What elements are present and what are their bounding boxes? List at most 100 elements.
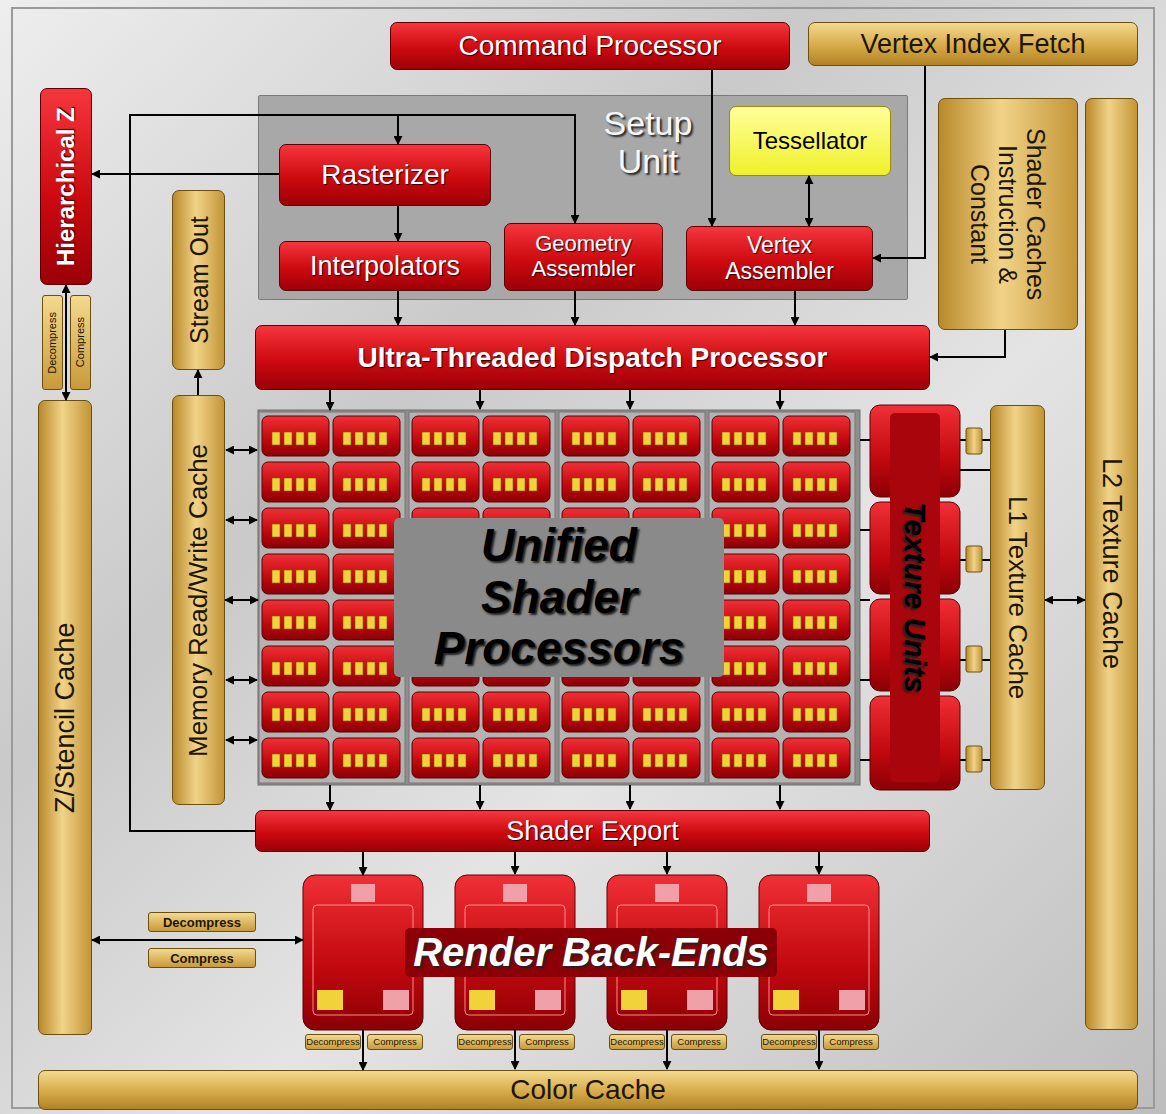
node-text: Shader Caches Instruction & Constant bbox=[966, 106, 1050, 322]
memory-arrow bbox=[226, 739, 257, 741]
stream-core bbox=[734, 754, 742, 767]
stream-core bbox=[272, 754, 280, 767]
stream-core bbox=[667, 708, 675, 721]
node-text: Z/Stencil Cache bbox=[50, 408, 80, 1027]
backend-unit bbox=[655, 884, 679, 902]
stream-core bbox=[529, 754, 537, 767]
shader-array-ground bbox=[258, 410, 860, 785]
stream-core bbox=[734, 570, 742, 583]
stream-core bbox=[679, 754, 687, 767]
shader-core bbox=[333, 738, 400, 778]
connector bbox=[808, 176, 810, 226]
node-text: Vertex Index Fetch bbox=[860, 29, 1085, 59]
stream-core bbox=[284, 524, 292, 537]
stream-core bbox=[817, 616, 825, 629]
backend-unit bbox=[773, 990, 799, 1010]
stream-core bbox=[805, 570, 813, 583]
codec-label: Compress bbox=[823, 1034, 879, 1050]
process-box: Geometry Assembler bbox=[504, 223, 663, 291]
stream-core bbox=[817, 708, 825, 721]
backend-unit bbox=[687, 990, 713, 1010]
stream-core bbox=[746, 432, 754, 445]
stream-core bbox=[493, 754, 501, 767]
stream-core bbox=[308, 524, 316, 537]
stream-core bbox=[272, 708, 280, 721]
export-arrow bbox=[479, 785, 481, 809]
stream-core bbox=[608, 432, 616, 445]
processor-box: Command Processor bbox=[390, 22, 790, 70]
codec-label: Compress bbox=[671, 1034, 727, 1050]
stream-core bbox=[458, 708, 466, 721]
stream-core bbox=[343, 570, 351, 583]
shader-core bbox=[412, 462, 479, 502]
stream-core bbox=[422, 478, 430, 491]
stream-core bbox=[355, 708, 363, 721]
stream-core bbox=[829, 662, 837, 675]
shader-core bbox=[262, 462, 329, 502]
stream-core bbox=[643, 478, 651, 491]
stream-core bbox=[493, 432, 501, 445]
stream-core bbox=[817, 524, 825, 537]
stream-core bbox=[355, 754, 363, 767]
stream-core bbox=[805, 524, 813, 537]
memory-arrow bbox=[226, 449, 257, 451]
connector bbox=[873, 66, 925, 258]
connector bbox=[397, 291, 399, 325]
stream-core bbox=[655, 478, 663, 491]
codec-label: Decompress bbox=[148, 912, 256, 932]
connector bbox=[92, 939, 303, 941]
codec-label: Decompress bbox=[457, 1034, 513, 1050]
process-box: Rasterizer bbox=[279, 144, 491, 206]
stream-core bbox=[379, 708, 387, 721]
cache-bar: Stream Out bbox=[172, 190, 225, 370]
shader-core bbox=[483, 738, 550, 778]
stream-core bbox=[746, 708, 754, 721]
stream-core bbox=[608, 478, 616, 491]
stream-core bbox=[505, 432, 513, 445]
stream-core bbox=[529, 478, 537, 491]
label-text: Decompress bbox=[458, 1037, 511, 1047]
bus-arrows bbox=[226, 390, 990, 1069]
stream-core bbox=[572, 478, 580, 491]
stream-core bbox=[308, 616, 316, 629]
stream-core bbox=[829, 570, 837, 583]
export-bar: Shader Export bbox=[255, 810, 930, 852]
stream-core bbox=[572, 708, 580, 721]
stream-core bbox=[367, 754, 375, 767]
stream-core bbox=[505, 708, 513, 721]
shader-core bbox=[633, 692, 700, 732]
backend-unit bbox=[383, 990, 409, 1010]
node-text: Vertex Assembler bbox=[692, 233, 867, 285]
node-text: Render Back-Ends bbox=[405, 928, 777, 977]
stream-core bbox=[296, 524, 304, 537]
stream-core bbox=[655, 708, 663, 721]
stream-core bbox=[343, 708, 351, 721]
stream-core bbox=[758, 754, 766, 767]
render-backend-block bbox=[759, 875, 879, 1030]
shader-core bbox=[712, 738, 779, 778]
stream-core bbox=[793, 432, 801, 445]
stream-core bbox=[722, 708, 730, 721]
stream-core bbox=[308, 708, 316, 721]
connector bbox=[130, 115, 575, 831]
stream-core bbox=[805, 754, 813, 767]
shader-core bbox=[712, 692, 779, 732]
dispatch-arrow bbox=[629, 390, 631, 409]
stream-core bbox=[746, 754, 754, 767]
texture-link bbox=[860, 529, 870, 531]
shader-core bbox=[712, 416, 779, 456]
shader-core bbox=[262, 738, 329, 778]
cache-bar: Z/Stencil Cache bbox=[38, 400, 92, 1035]
stream-core bbox=[805, 662, 813, 675]
shader-core bbox=[262, 508, 329, 548]
stream-core bbox=[596, 754, 604, 767]
shader-core bbox=[562, 738, 629, 778]
stream-core bbox=[517, 432, 525, 445]
shader-core bbox=[633, 416, 700, 456]
stream-core bbox=[272, 662, 280, 675]
stream-core bbox=[272, 570, 280, 583]
dispatch-arrow bbox=[479, 390, 481, 409]
node-text: Shader Export bbox=[506, 816, 679, 846]
stream-core bbox=[379, 616, 387, 629]
stream-core bbox=[734, 524, 742, 537]
